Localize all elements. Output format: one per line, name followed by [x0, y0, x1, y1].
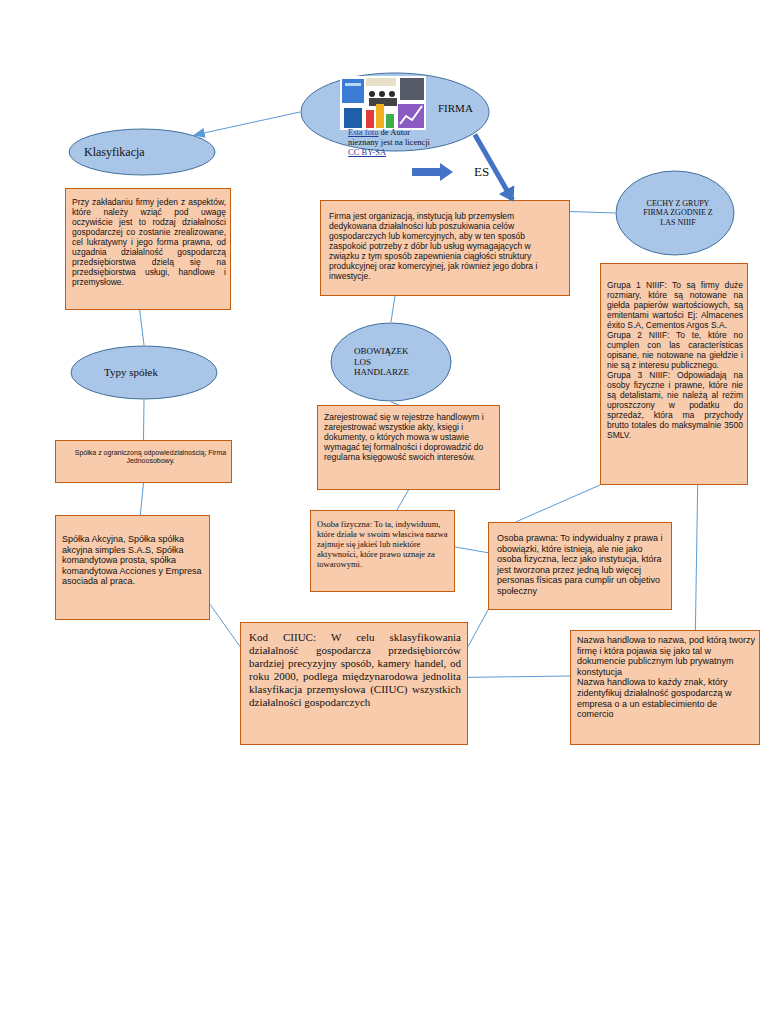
node-content: Zarejestrować się w rejestrze handlowym …	[318, 406, 499, 489]
node-text: Grupa 1 NIIIF: To są firmy duże rozmiary…	[607, 280, 743, 330]
connector	[570, 212, 615, 213]
connector	[143, 400, 145, 440]
node-text: FIRMA	[438, 102, 480, 115]
node-content: OBOWIĄZEK LOS HANDLARZE	[330, 322, 452, 402]
connector	[468, 610, 488, 647]
node-content: Kod CIIUC: W celu sklasyfikowania działa…	[241, 623, 467, 744]
ellipse-shape	[616, 171, 734, 255]
illustration-bar	[386, 114, 394, 128]
topic-ellipse: OBOWIĄZEK LOS HANDLARZE	[330, 322, 452, 402]
node-content: Nazwa handlowa to nazwa, pod którą tworz…	[571, 631, 759, 744]
text-box: Osoba prawna: To indywidualny z prawa i …	[488, 522, 672, 610]
ellipse-shape	[69, 129, 215, 175]
illustration-bar	[376, 104, 384, 128]
illustration-stripe	[345, 83, 361, 86]
connector	[397, 490, 409, 510]
node-content: Klasyfikacja	[68, 128, 216, 176]
node-text: Spółka Akcyjna, Spółka spółka akcyjna si…	[62, 534, 204, 587]
connector	[140, 310, 144, 345]
node-text: Spółka z ograniczoną odpowiedzialnością;…	[74, 449, 227, 466]
illustration-tile	[344, 108, 362, 128]
text-box: Grupa 1 NIIIF: To są firmy duże rozmiary…	[600, 263, 748, 485]
ellipse-shape	[71, 346, 217, 399]
definition-box: Firma jest organizacją, instytucją lub p…	[320, 200, 570, 296]
block-arrow	[412, 162, 454, 182]
node-content: Osoba prawna: To indywidualny z prawa i …	[489, 523, 671, 609]
node-content: Grupa 1 NIIIF: To są firmy duże rozmiary…	[601, 264, 747, 484]
free-label: ES	[474, 164, 489, 179]
node-text: Kod CIIUC: W celu sklasyfikowania działa…	[249, 631, 461, 709]
illustration-header	[366, 78, 396, 86]
text-box: Osoba fizyczna: To ta, indywiduum, które…	[310, 510, 455, 592]
text-box: Kod CIIUC: W celu sklasyfikowania działa…	[240, 622, 468, 745]
ellipse-shape	[331, 323, 451, 401]
node-content: Spółka z ograniczoną odpowiedzialnością;…	[56, 441, 231, 482]
illustration	[340, 76, 426, 130]
node-text: Klasyfikacja	[84, 145, 206, 159]
illustration-person	[379, 91, 385, 97]
text-box: Nazwa handlowa to nazwa, pod którą tworz…	[570, 630, 760, 745]
node-text: Nazwa handlowa to nazwa, pod którą tworz…	[577, 635, 756, 677]
illustration-chart	[398, 104, 424, 128]
node-text: Przy zakładaniu firmy jeden z aspektów, …	[72, 197, 226, 287]
node-text: Typy spółek	[104, 366, 208, 379]
connector	[695, 485, 697, 630]
free-label: Esta foto	[348, 127, 378, 137]
node-content: Typy spółek	[70, 345, 218, 400]
node-content: Przy zakładaniu firmy jeden z aspektów, …	[66, 189, 230, 309]
connector	[455, 547, 488, 553]
illustration-person	[369, 91, 375, 97]
connector	[475, 134, 513, 200]
text-box: Zarejestrować się w rejestrze handlowym …	[317, 405, 500, 490]
node-text: CECHY Z GRUPY FIRMA ZGODNIE Z LAS NIIIF	[639, 199, 717, 227]
node-text: Osoba fizyczna: To ta, indywiduum, które…	[317, 519, 449, 569]
illustration-bar	[366, 110, 374, 128]
text-box: Przy zakładaniu firmy jeden z aspektów, …	[65, 188, 231, 310]
node-text: Nazwa handlowa to każdy znak, który zide…	[577, 677, 756, 719]
illustration-panel	[342, 79, 364, 103]
topic-ellipse: Klasyfikacja	[68, 128, 216, 176]
connector	[140, 483, 143, 515]
node-content: CECHY Z GRUPY FIRMA ZGODNIE Z LAS NIIIF	[615, 170, 735, 256]
node-text: Grupa 3 NIIIF: Odpowiadają na osoby fizy…	[607, 370, 743, 440]
connector	[516, 485, 600, 522]
node-text: Osoba prawna: To indywidualny z prawa i …	[497, 533, 666, 597]
node-content: Osoba fizyczna: To ta, indywiduum, które…	[311, 511, 454, 591]
label-group: Esta foto de Autor nieznany jest na lice…	[348, 128, 432, 157]
illustration-bg	[340, 76, 426, 130]
text-box: Spółka z ograniczoną odpowiedzialnością;…	[55, 440, 232, 483]
node-content: Firma jest organizacją, instytucją lub p…	[321, 201, 569, 295]
node-content: Spółka Akcyjna, Spółka spółka akcyjna si…	[56, 516, 209, 619]
topic-ellipse: CECHY Z GRUPY FIRMA ZGODNIE Z LAS NIIIF	[615, 170, 735, 256]
illustration-photo	[400, 78, 424, 100]
node-text: Grupa 2 NIIIF: To te, które no cumplen c…	[607, 330, 743, 370]
topic-ellipse: Typy spółek	[70, 345, 218, 400]
node-text: Firma jest organizacją, instytucją lub p…	[329, 211, 563, 281]
ellipse-shape	[301, 73, 489, 151]
ellipse-outline	[330, 322, 452, 402]
block-arrow-shape	[412, 163, 453, 181]
connector	[391, 296, 395, 322]
free-label: CC BY-SA	[348, 147, 386, 157]
connector	[468, 676, 570, 677]
illustration-person	[389, 91, 395, 97]
illustration-line	[400, 106, 422, 124]
label-group: ES	[474, 165, 504, 180]
connector	[210, 604, 240, 646]
connector	[194, 112, 300, 135]
text-box: Spółka Akcyjna, Spółka spółka akcyjna si…	[55, 515, 210, 620]
node-text: OBOWIĄZEK LOS HANDLARZE	[354, 346, 422, 378]
node-text: Zarejestrować się w rejestrze handlowym …	[324, 412, 494, 462]
